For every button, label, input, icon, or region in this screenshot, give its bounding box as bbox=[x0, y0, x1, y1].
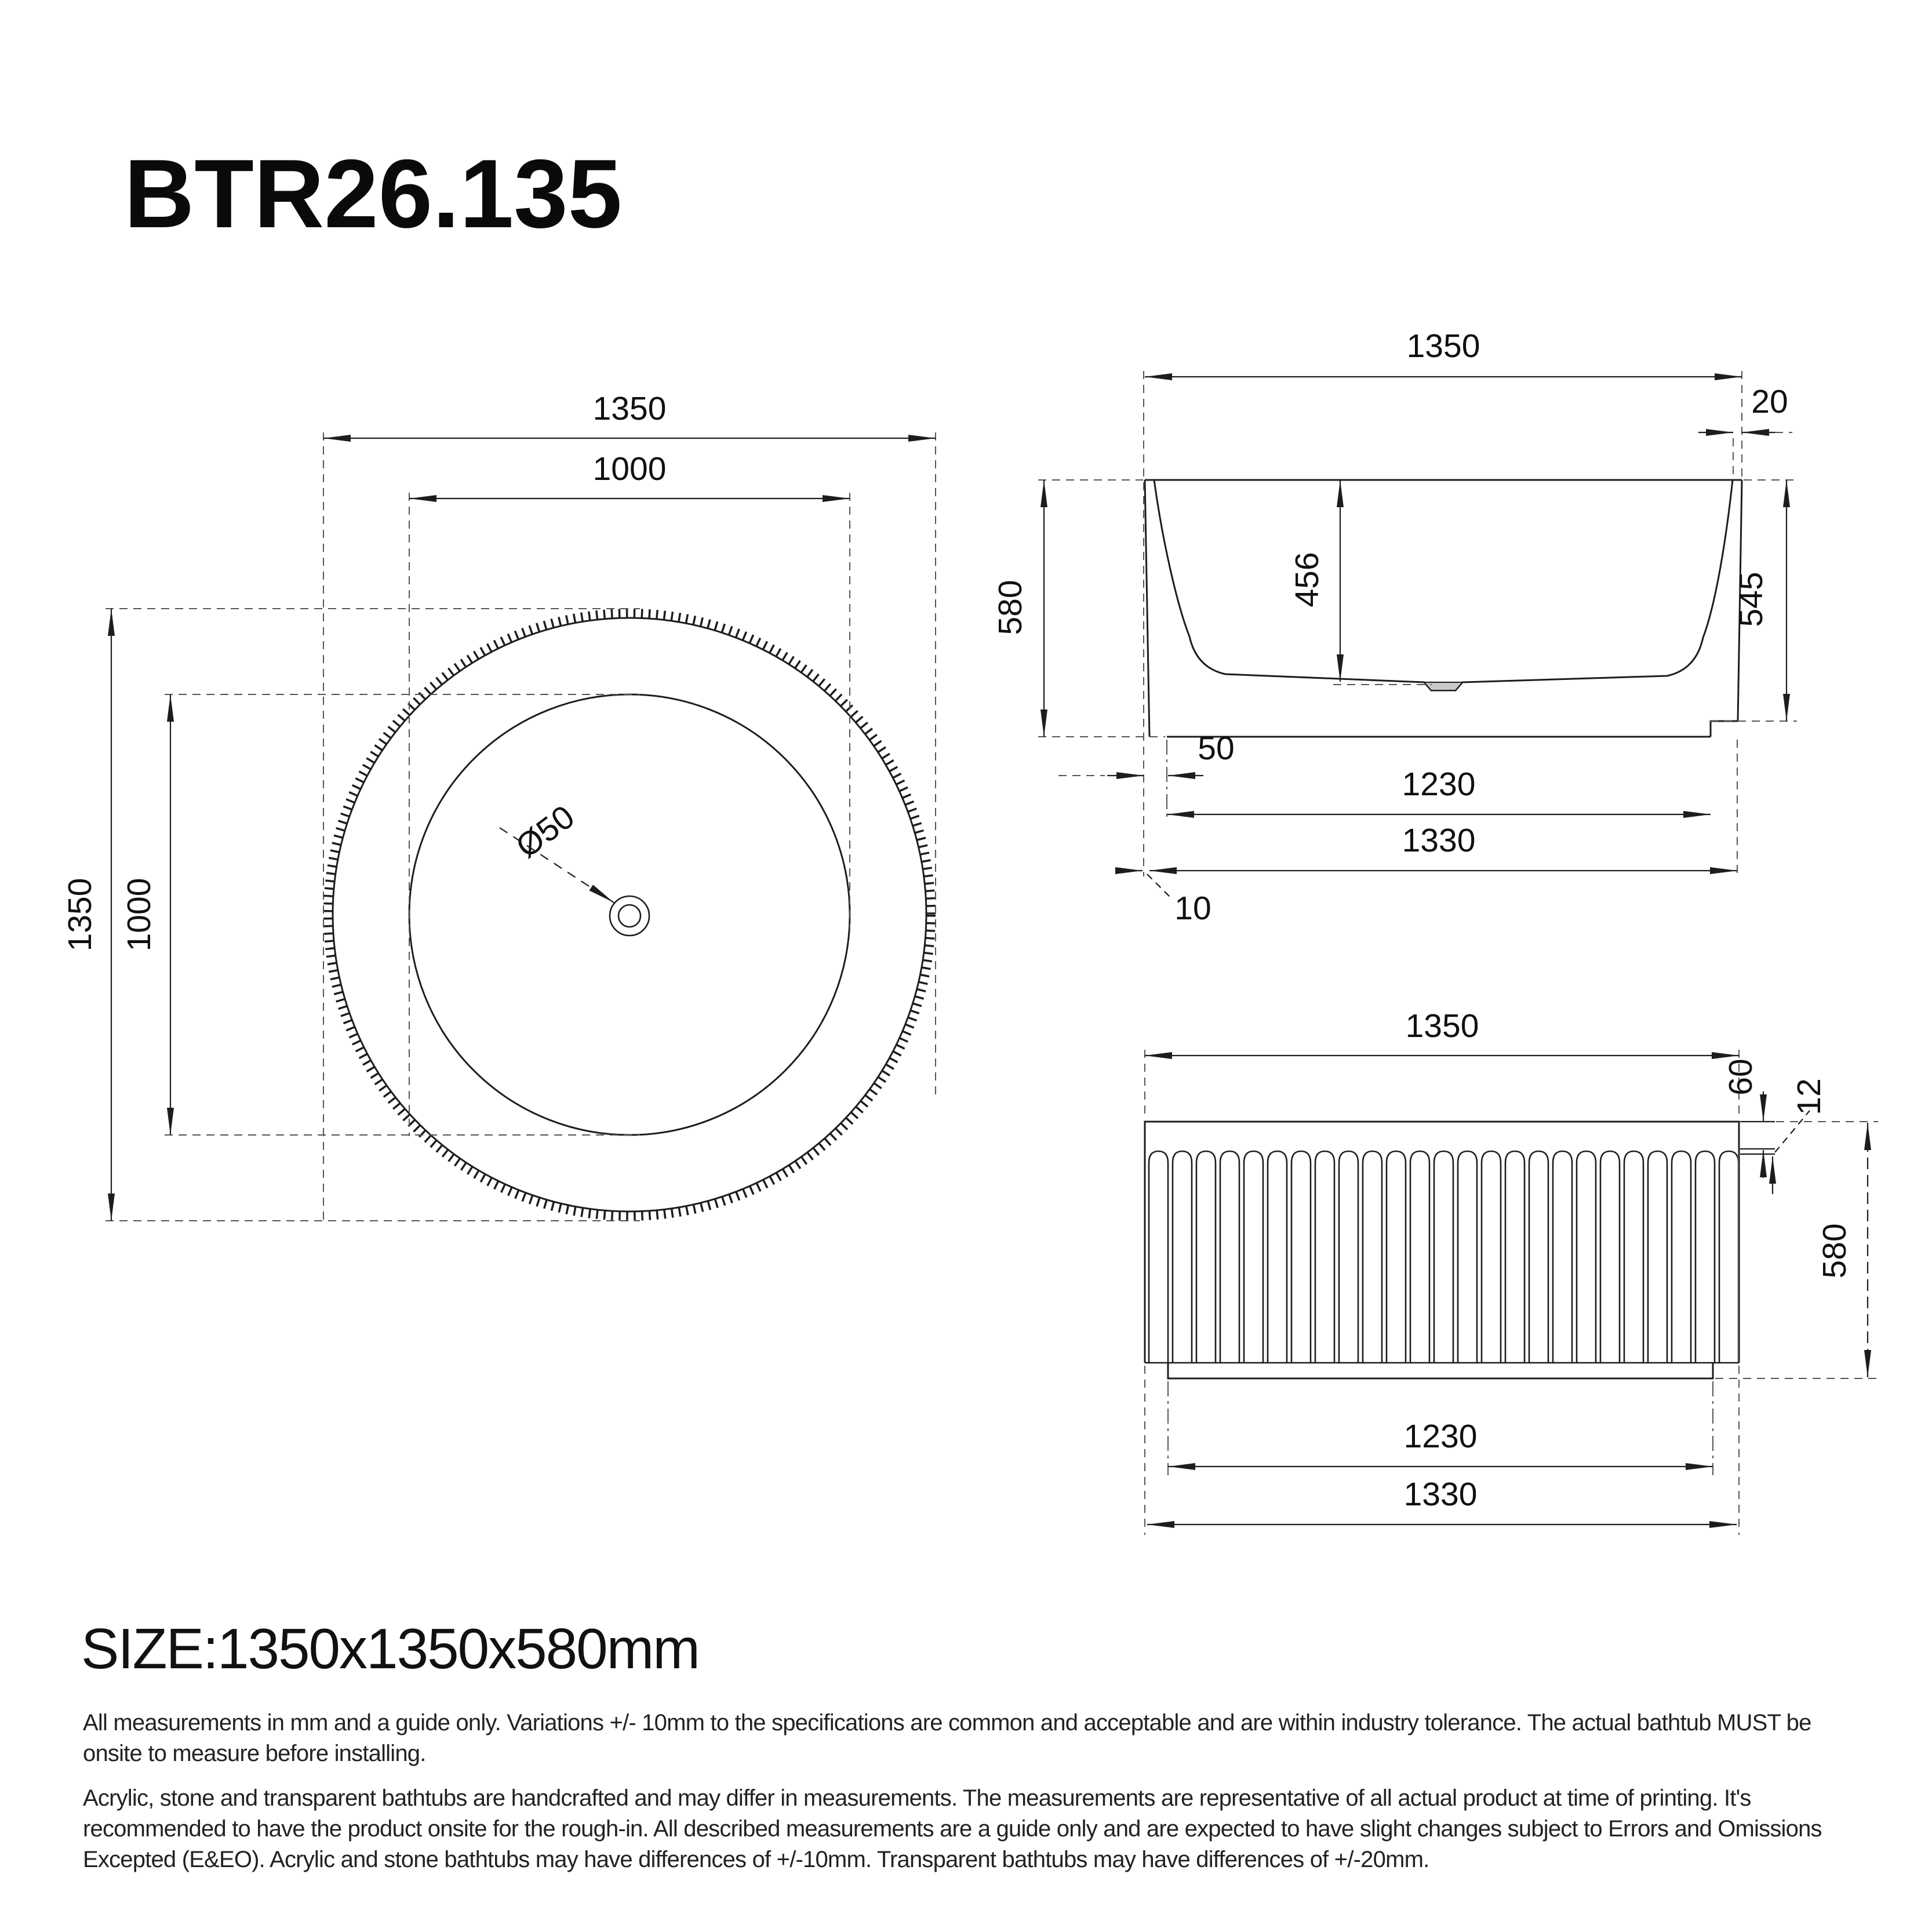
dim-label-height-580: 580 bbox=[992, 580, 1029, 635]
flute-ribs-texture bbox=[1147, 1149, 1738, 1363]
inset-10-leader bbox=[1147, 874, 1173, 900]
dim-label-flute-12: 12 bbox=[1791, 1078, 1828, 1115]
dim-label-band-60: 60 bbox=[1722, 1058, 1759, 1095]
tub-right-outer-wall bbox=[1737, 479, 1743, 722]
disclaimer-paragraph-1: All measurements in mm and a guide only.… bbox=[83, 1710, 1811, 1766]
tub-knurled-edge bbox=[323, 609, 936, 1221]
dim-label-inner-width: 1000 bbox=[593, 450, 667, 487]
dim-label-height-580: 580 bbox=[1816, 1223, 1853, 1278]
dim-label-base-1230: 1230 bbox=[1404, 1418, 1478, 1455]
dim-label-wall-20: 20 bbox=[1751, 383, 1788, 420]
size-summary: SIZE:1350x1350x580mm bbox=[81, 1617, 700, 1680]
dim-label-overall-width: 1350 bbox=[1407, 328, 1480, 365]
disclaimer-paragraph-2: Acrylic, stone and transparent bathtubs … bbox=[83, 1785, 1822, 1872]
dim-label-offset-50: 50 bbox=[1198, 730, 1234, 767]
flute-12-leader bbox=[1774, 1110, 1810, 1153]
dim-label-base-1330: 1330 bbox=[1402, 822, 1476, 859]
dim-label-depth-456: 456 bbox=[1289, 552, 1326, 607]
top-view-drawing: 1350 1000 1350 1000 Ø50 bbox=[61, 390, 936, 1223]
side-section-drawing: 1350 20 580 456 545 50 1230 1330 10 bbox=[992, 328, 1797, 927]
dim-label-height-545: 545 bbox=[1733, 572, 1770, 627]
dim-label-inner-height: 1000 bbox=[121, 878, 158, 952]
tub-left-outer-wall bbox=[1144, 479, 1151, 737]
dim-label-overall-width: 1350 bbox=[1406, 1007, 1479, 1045]
tub-interior-profile bbox=[1153, 479, 1734, 692]
model-number-title: BTR26.135 bbox=[124, 139, 623, 248]
tub-inner-basin-circle bbox=[408, 693, 851, 1136]
drain-outer-circle bbox=[609, 895, 650, 937]
dim-label-inset-10: 10 bbox=[1174, 890, 1211, 927]
dim-label-outer-height: 1350 bbox=[61, 878, 99, 952]
drain-leader-line bbox=[499, 827, 614, 903]
front-view-drawing: 1350 60 12 580 1230 1330 bbox=[1144, 1007, 1878, 1535]
tub-base-step bbox=[1709, 720, 1738, 737]
dim-label-base-1330: 1330 bbox=[1404, 1476, 1478, 1513]
dim-label-outer-width: 1350 bbox=[593, 390, 667, 427]
dim-label-drain: Ø50 bbox=[509, 798, 581, 865]
drain-inner-circle bbox=[617, 904, 642, 928]
tub-plinth bbox=[1167, 1363, 1714, 1380]
tub-outer-rim-circle bbox=[332, 617, 927, 1213]
drain-recess bbox=[1422, 682, 1464, 691]
tub-outline bbox=[1144, 1120, 1740, 1363]
dim-label-base-1230: 1230 bbox=[1402, 766, 1476, 803]
